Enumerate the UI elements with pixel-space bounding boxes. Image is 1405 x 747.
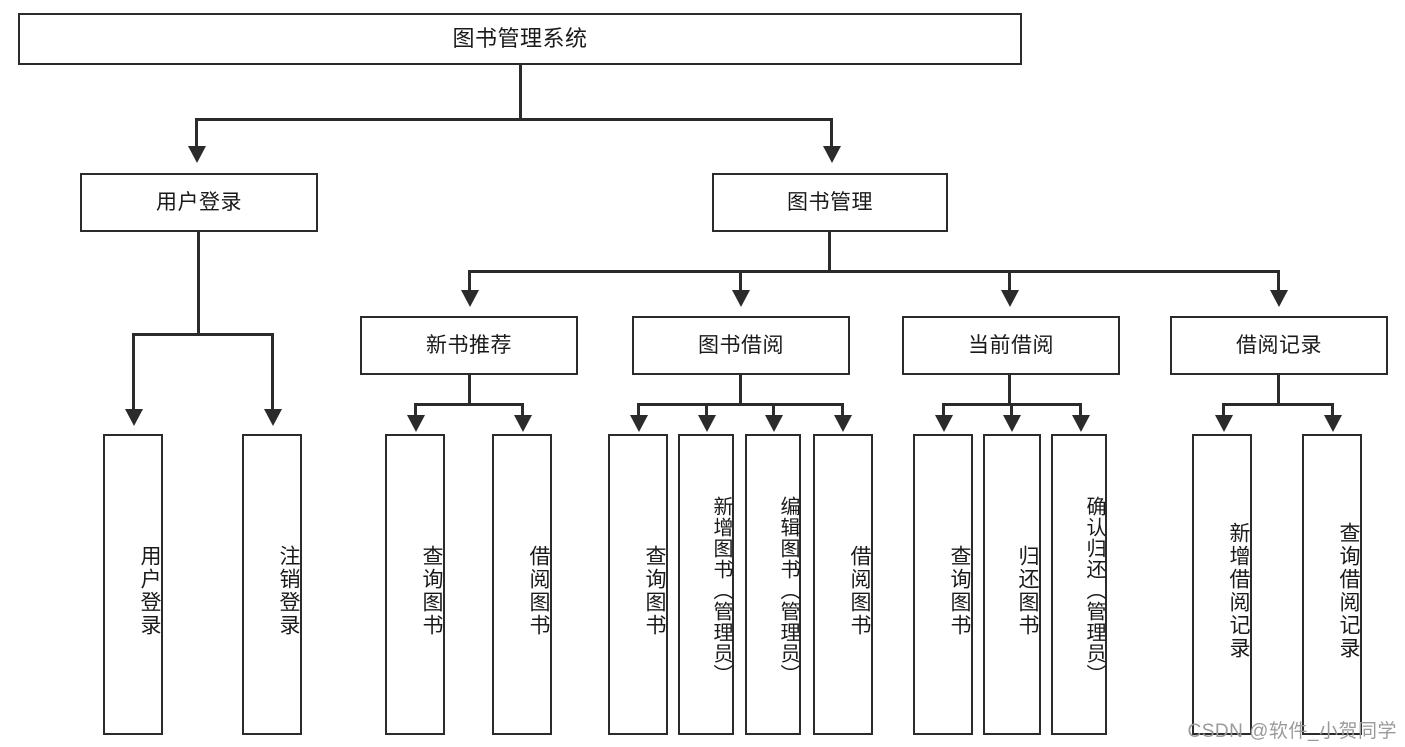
arrow-borrow-record-to-leaf1 (1215, 415, 1233, 432)
arrow-new-book-rec-to-leaf1 (407, 415, 425, 432)
node-root-book-management-system[interactable]: 图书管理系统 (18, 13, 1022, 65)
node-label: 新增借阅记录 (1227, 521, 1250, 660)
node-leaf-add-book-admin[interactable]: 新增图书（管理员） (678, 434, 734, 735)
connector-root-to-user-login (195, 118, 198, 148)
node-label: 借阅记录 (1236, 333, 1322, 357)
connector-current-borrow-to-leaf3 (1079, 403, 1082, 417)
node-label: 归还图书 (1016, 544, 1039, 637)
arrow-current-borrow-to-leaf1 (935, 415, 953, 432)
connector-new-book-rec-to-leaf2 (521, 403, 524, 417)
arrow-current-borrow-to-leaf2 (1003, 415, 1021, 432)
node-label: 图书管理 (787, 190, 873, 214)
node-label: 用户登录 (138, 544, 161, 637)
arrow-book-borrow-to-leaf1 (630, 415, 648, 432)
connector-book-borrow-to-leaf4 (841, 403, 844, 417)
node-label: 查询借阅记录 (1337, 521, 1360, 660)
arrow-user-login-to-leaf1 (125, 409, 143, 426)
connector-user-login-to-leaf1 (132, 333, 135, 411)
node-current-borrowing[interactable]: 当前借阅 (902, 316, 1120, 375)
connector-book-manage-to-current-borrow (1008, 270, 1011, 292)
connector-book-manage-to-new-book-rec (468, 270, 471, 292)
node-label: 查询图书 (420, 544, 443, 637)
connector-book-borrow-to-leaf1 (637, 403, 640, 417)
connector-book-manage-to-borrow-record (1277, 270, 1280, 292)
connector-book-manage-bar (468, 270, 1280, 273)
node-leaf-add-borrow-record[interactable]: 新增借阅记录 (1192, 434, 1252, 735)
arrow-user-login-to-leaf2 (264, 409, 282, 426)
node-leaf-query-book-2[interactable]: 查询图书 (608, 434, 668, 735)
node-label: 当前借阅 (968, 333, 1054, 357)
node-leaf-return-book[interactable]: 归还图书 (983, 434, 1041, 735)
arrow-book-manage-to-book-borrow (732, 290, 750, 307)
node-label: 新书推荐 (426, 333, 512, 357)
node-book-borrowing[interactable]: 图书借阅 (632, 316, 850, 375)
node-label: 用户登录 (156, 190, 242, 214)
node-leaf-query-borrow-record[interactable]: 查询借阅记录 (1302, 434, 1362, 735)
connector-current-borrow-to-leaf2 (1010, 403, 1013, 417)
arrow-root-to-book-manage (823, 146, 841, 163)
arrow-book-manage-to-borrow-record (1270, 290, 1288, 307)
connector-book-borrow-bar (637, 403, 844, 406)
connector-root-to-book-manage (830, 118, 833, 148)
connector-book-manage-to-book-borrow (739, 270, 742, 292)
node-user-login[interactable]: 用户登录 (80, 173, 318, 232)
node-book-management[interactable]: 图书管理 (712, 173, 948, 232)
connector-borrow-record-to-leaf1 (1222, 403, 1225, 417)
connector-book-borrow-trunk (739, 375, 742, 405)
arrow-current-borrow-to-leaf3 (1072, 415, 1090, 432)
node-label: 查询图书 (643, 544, 666, 637)
arrow-root-to-user-login (188, 146, 206, 163)
node-label: 确认归还（管理员） (1083, 496, 1105, 685)
connector-current-borrow-trunk (1008, 375, 1011, 405)
node-leaf-borrow-book-2[interactable]: 借阅图书 (813, 434, 873, 735)
node-label: 编辑图书（管理员） (777, 496, 799, 685)
node-leaf-confirm-return-admin[interactable]: 确认归还（管理员） (1051, 434, 1107, 735)
connector-borrow-record-trunk (1277, 375, 1280, 405)
node-borrowing-record[interactable]: 借阅记录 (1170, 316, 1388, 375)
connector-new-book-rec-bar (414, 403, 524, 406)
arrow-book-manage-to-current-borrow (1001, 290, 1019, 307)
node-label: 查询图书 (948, 544, 971, 637)
arrow-borrow-record-to-leaf2 (1324, 415, 1342, 432)
connector-new-book-rec-to-leaf1 (414, 403, 417, 417)
arrow-book-borrow-to-leaf4 (834, 415, 852, 432)
node-label: 借阅图书 (527, 544, 550, 637)
arrow-new-book-rec-to-leaf2 (514, 415, 532, 432)
connector-book-borrow-to-leaf3 (772, 403, 775, 417)
node-label: 图书管理系统 (452, 25, 588, 51)
connector-new-book-rec-trunk (468, 375, 471, 405)
connector-root-bar (195, 118, 833, 121)
node-leaf-logout[interactable]: 注销登录 (242, 434, 302, 735)
node-label: 图书借阅 (698, 333, 784, 357)
connector-root-trunk (519, 65, 522, 120)
node-leaf-borrow-book-1[interactable]: 借阅图书 (492, 434, 552, 735)
connector-user-login-to-leaf2 (271, 333, 274, 411)
node-leaf-user-login[interactable]: 用户登录 (103, 434, 163, 735)
connector-user-login-bar (132, 333, 274, 336)
connector-book-borrow-to-leaf2 (705, 403, 708, 417)
connector-book-manage-trunk (828, 232, 831, 272)
connector-borrow-record-bar (1222, 403, 1334, 406)
arrow-book-manage-to-new-book-rec (461, 290, 479, 307)
node-label: 新增图书（管理员） (710, 496, 732, 685)
node-label: 借阅图书 (848, 544, 871, 637)
node-leaf-query-book-3[interactable]: 查询图书 (913, 434, 973, 735)
connector-user-login-trunk (197, 232, 200, 335)
node-leaf-edit-book-admin[interactable]: 编辑图书（管理员） (745, 434, 801, 735)
node-new-book-recommendation[interactable]: 新书推荐 (360, 316, 578, 375)
connector-current-borrow-to-leaf1 (942, 403, 945, 417)
node-leaf-query-book-1[interactable]: 查询图书 (385, 434, 445, 735)
connector-borrow-record-to-leaf2 (1331, 403, 1334, 417)
node-label: 注销登录 (277, 544, 300, 637)
arrow-book-borrow-to-leaf2 (698, 415, 716, 432)
csdn-watermark: CSDN @软件_小贺同学 (1187, 721, 1397, 742)
arrow-book-borrow-to-leaf3 (765, 415, 783, 432)
